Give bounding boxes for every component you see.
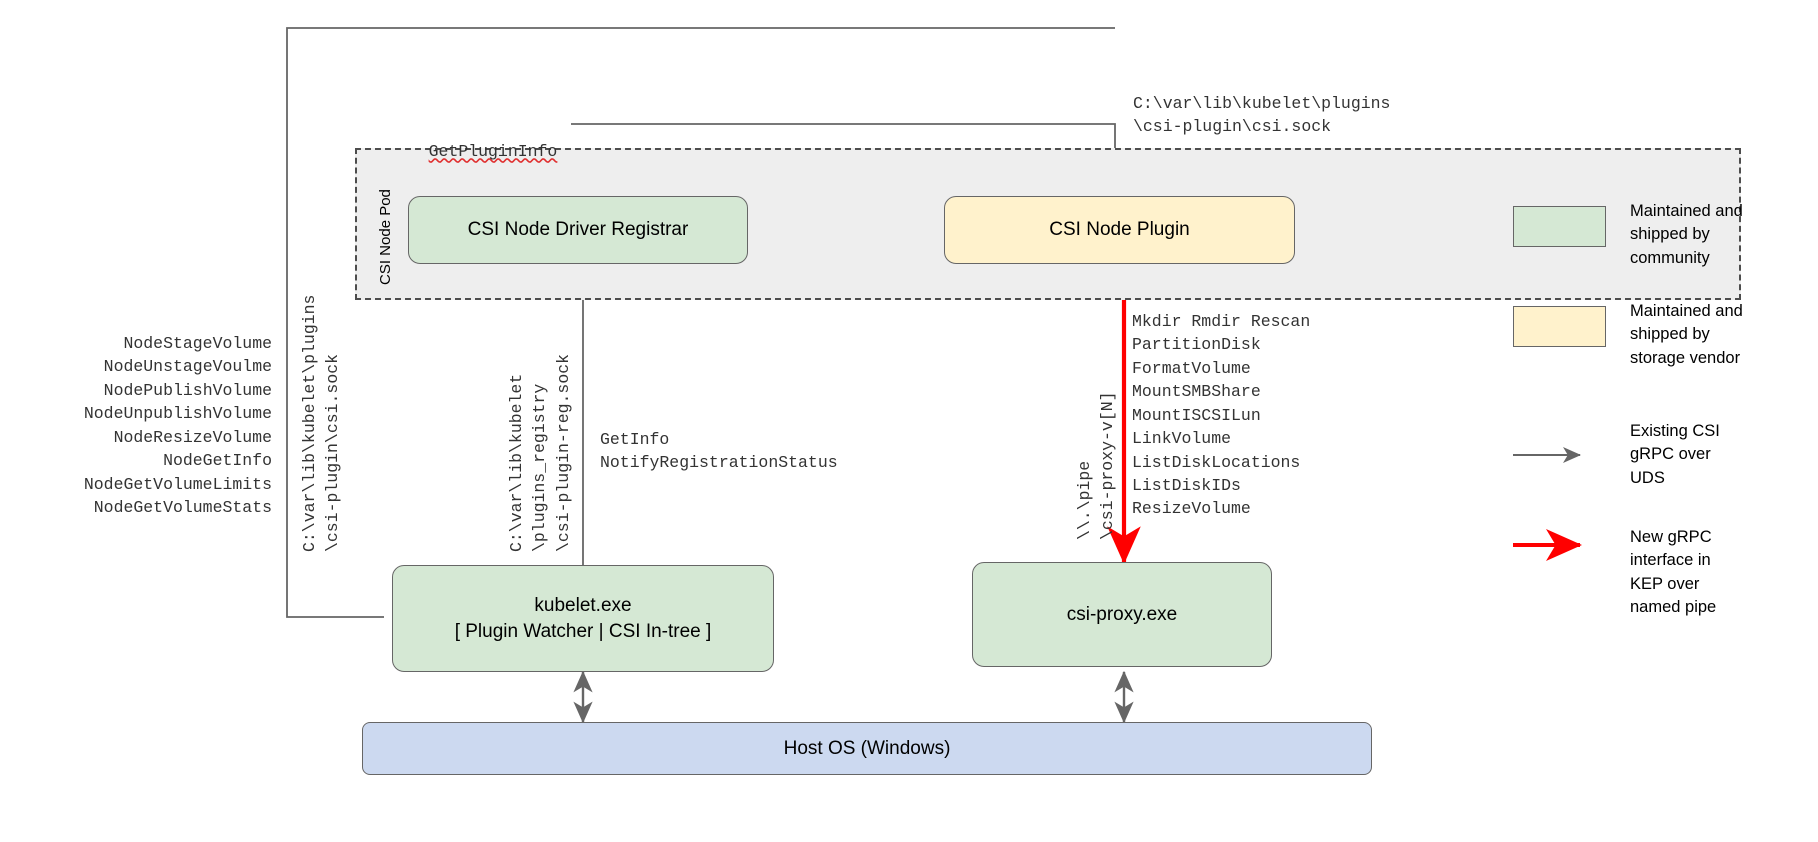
- label-registry-socket-vertical: C:\var\lib\kubelet \plugins_registry \cs…: [507, 353, 573, 552]
- legend-label-storage-vendor: Maintained and shipped by storage vendor: [1630, 302, 1743, 367]
- node-csi-node-driver-registrar[interactable]: CSI Node Driver Registrar: [408, 196, 748, 264]
- csi-proxy-exe-label: csi-proxy.exe: [1066, 603, 1178, 625]
- node-csi-proxy-exe[interactable]: csi-proxy.exe: [972, 562, 1272, 667]
- kubelet-exe-label-line1: kubelet.exe: [534, 595, 632, 617]
- legend-label-community: Maintained and shipped by community: [1630, 202, 1743, 267]
- legend-swatch-storage-vendor: [1513, 306, 1606, 347]
- label-kubelet-csi-socket-vertical: C:\var\lib\kubelet\plugins \csi-plugin\c…: [300, 294, 343, 552]
- label-registration-calls: GetInfo NotifyRegistrationStatus: [600, 430, 838, 473]
- legend-label-new-grpc-kep: New gRPC interface in KEP over named pip…: [1630, 528, 1717, 617]
- kubelet-exe-label-line2: [ Plugin Watcher | CSI In-tree ]: [454, 620, 712, 642]
- label-named-pipe-vertical: \\.\pipe \csi-proxy-v[N]: [1075, 391, 1118, 540]
- legend-swatch-community: [1513, 206, 1606, 247]
- label-node-service-calls: NodeStageVolume NodeUnstageVoulme NodePu…: [83, 334, 272, 517]
- node-kubelet-exe[interactable]: kubelet.exe [ Plugin Watcher | CSI In-tr…: [392, 565, 774, 672]
- csi-node-pod-label: CSI Node Pod: [377, 189, 394, 285]
- label-get-plugin-info: GetPluginInfo: [389, 117, 558, 187]
- legend-label-existing-csi-grpc: Existing CSI gRPC over UDS: [1630, 422, 1720, 487]
- node-host-os[interactable]: Host OS (Windows): [362, 722, 1372, 775]
- csi-node-plugin-label: CSI Node Plugin: [1049, 219, 1190, 241]
- label-plugin-socket-path: C:\var\lib\kubelet\plugins \csi-plugin\c…: [1133, 94, 1391, 137]
- label-csi-proxy-calls: Mkdir Rmdir Rescan PartitionDisk FormatV…: [1132, 312, 1311, 519]
- get-plugin-info-text: GetPluginInfo: [428, 142, 558, 162]
- host-os-label: Host OS (Windows): [783, 737, 951, 759]
- node-csi-node-plugin[interactable]: CSI Node Plugin: [944, 196, 1295, 264]
- csi-node-driver-registrar-label: CSI Node Driver Registrar: [467, 219, 689, 241]
